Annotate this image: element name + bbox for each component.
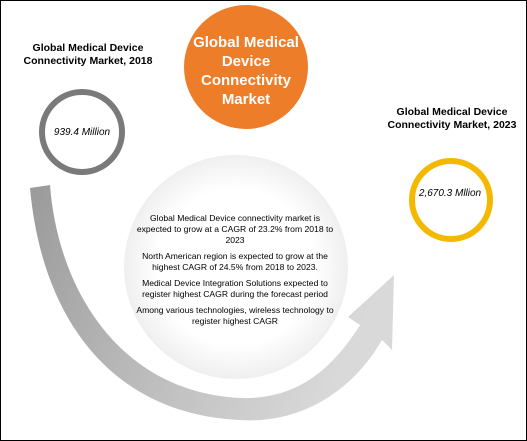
highlights-list: Global Medical Device connectivity marke… <box>135 213 335 332</box>
highlight-item: North American region is expected to gro… <box>142 251 328 272</box>
title-circle <box>184 5 308 129</box>
market-2023-value: 2,670.3 Mllion <box>418 188 482 199</box>
ring-2018 <box>39 89 125 175</box>
market-2023-label: Global Medical Device Connectivity Marke… <box>387 106 517 131</box>
highlight-item: Global Medical Device connectivity marke… <box>136 213 334 245</box>
highlights-circle <box>124 155 348 379</box>
market-2018-label: Global Medical Device Connectivity Marke… <box>23 42 153 67</box>
ring-2023 <box>409 158 493 242</box>
highlight-item: Medical Device Integration Solutions exp… <box>142 278 328 299</box>
market-2018-value: 939.4 Million <box>53 127 111 138</box>
growth-arrow <box>30 185 394 421</box>
highlight-item: Among various technologies, wireless tec… <box>136 305 334 326</box>
center-title: Global Medical Device Connectivity Marke… <box>193 34 299 108</box>
